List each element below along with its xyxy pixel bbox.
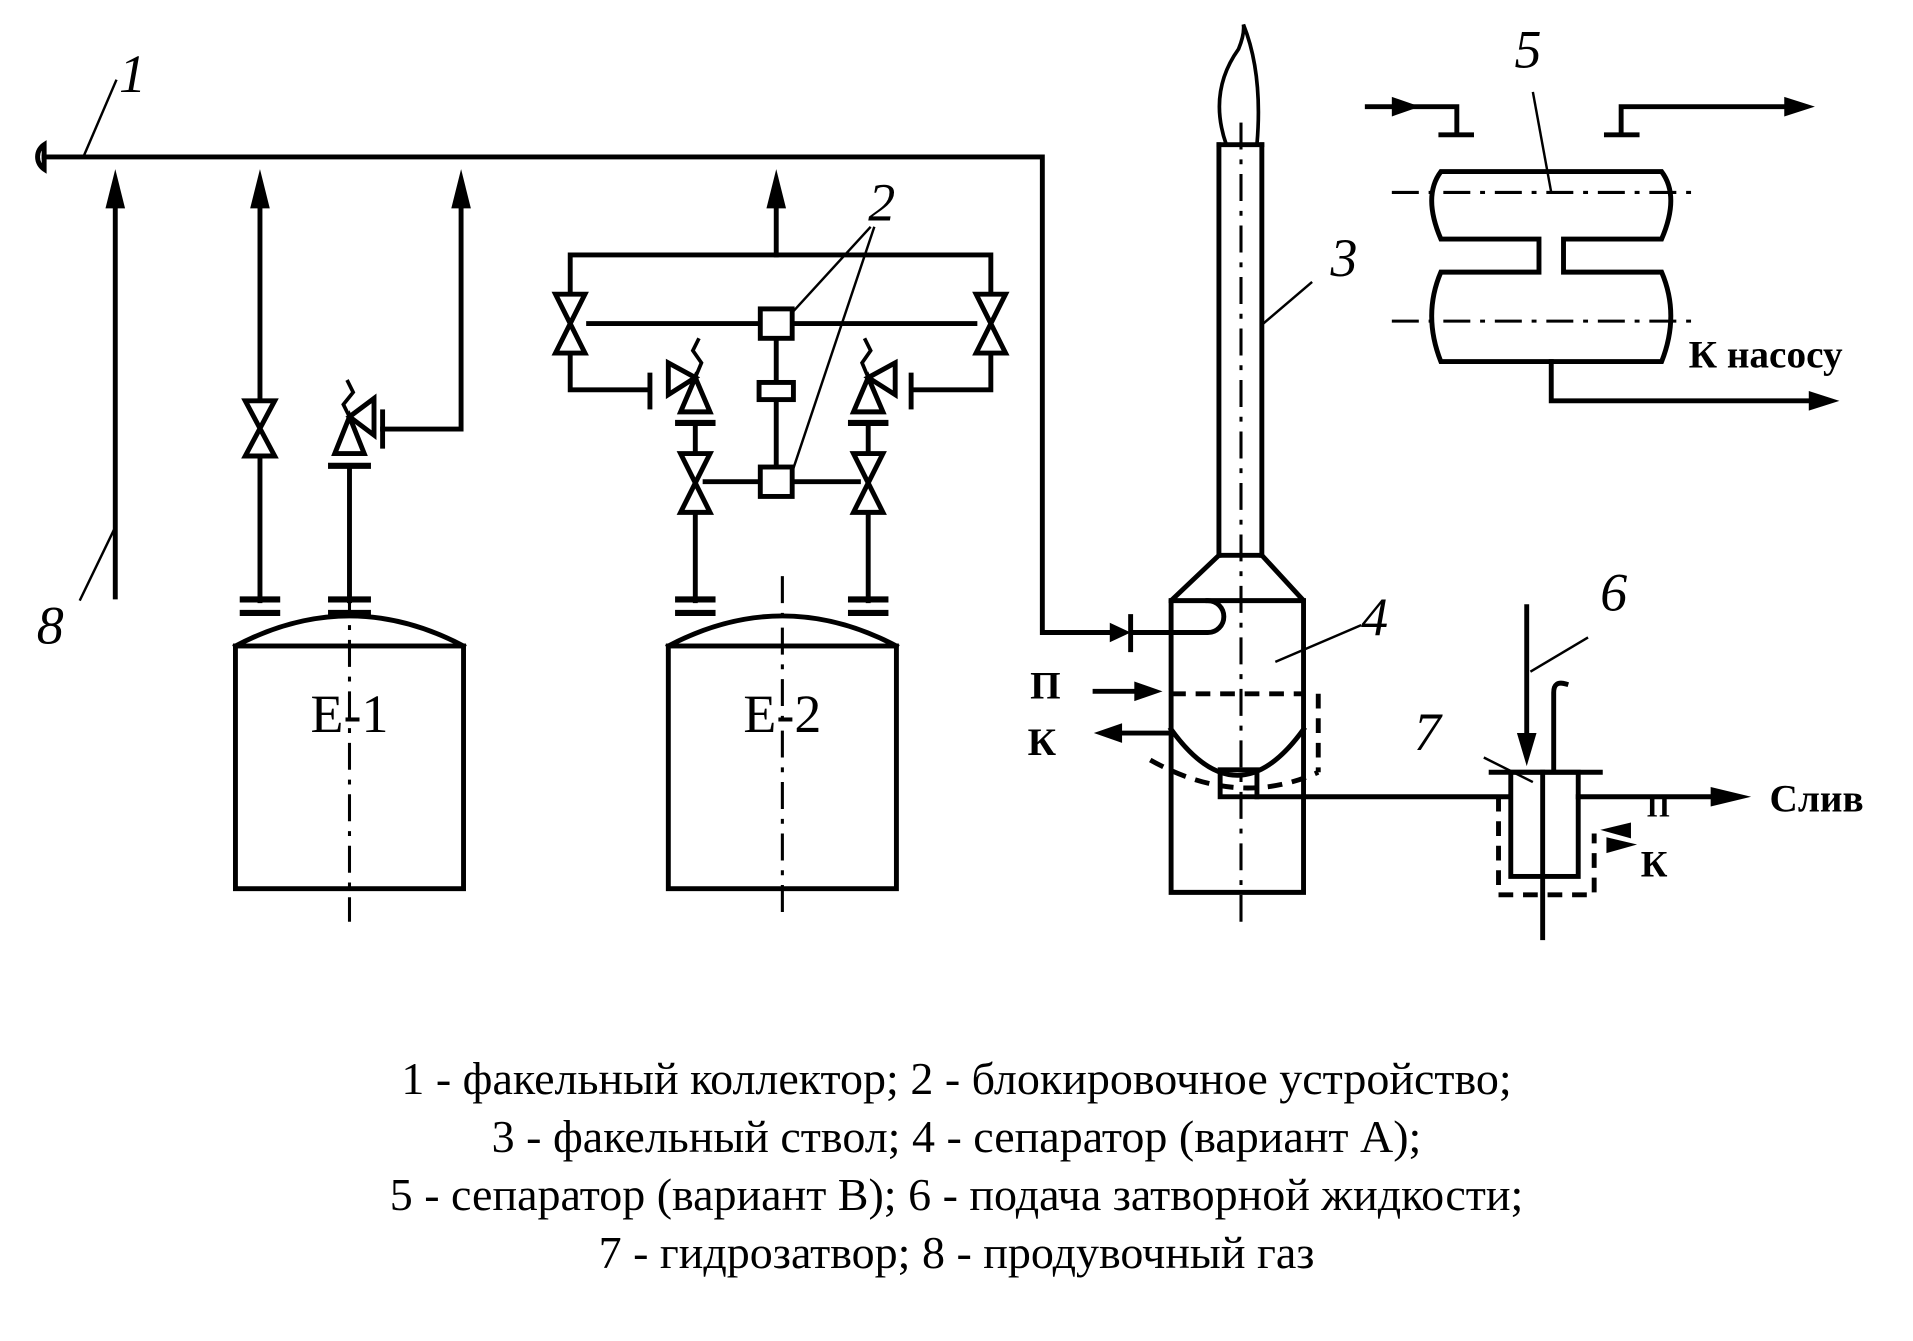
callout-2: 2 xyxy=(868,173,895,233)
collector-end-cap-icon xyxy=(35,140,47,174)
legend: 1 - факельный коллектор; 2 - блокировочн… xyxy=(0,1050,1913,1282)
callouts: 1 2 3 4 5 6 7 8 xyxy=(37,19,1627,784)
callout-4: 4 xyxy=(1361,587,1388,647)
flare-stack xyxy=(1216,122,1265,922)
seal-condensate-label: К xyxy=(1641,843,1668,884)
blocking-device xyxy=(756,306,796,499)
safety-valve-icon xyxy=(331,379,386,456)
callout-8: 8 xyxy=(37,596,64,656)
callout-3: 3 xyxy=(1330,228,1358,288)
seal-liquid-feed xyxy=(1516,604,1570,773)
water-seal: Слив П К xyxy=(1488,769,1864,941)
steam-inlet-arrow: П xyxy=(1030,665,1163,708)
flame-icon xyxy=(1217,23,1261,146)
legend-line: 7 - гидрозатвор; 8 - продувочный газ xyxy=(598,1227,1315,1278)
condensate-label: К xyxy=(1028,721,1057,764)
e1-piping xyxy=(239,169,471,616)
safety-valve-icon xyxy=(647,337,914,415)
gate-valve-icon xyxy=(241,398,279,459)
tank-e1: Е-1 xyxy=(232,588,467,922)
flare-collector xyxy=(35,140,1113,635)
e2-piping xyxy=(567,169,994,616)
gate-valve-icon xyxy=(551,291,1010,515)
drain-label: Слив xyxy=(1770,777,1864,820)
callout-5: 5 xyxy=(1514,19,1541,79)
separator-b: К насосу xyxy=(1364,96,1843,411)
seal-steam-label: П xyxy=(1647,791,1670,823)
to-pump-label: К насосу xyxy=(1689,334,1843,377)
legend-line: 5 - сепаратор (вариант В); 6 - подача за… xyxy=(389,1169,1524,1220)
tank-e2-label: Е-2 xyxy=(743,684,821,744)
callout-7: 7 xyxy=(1414,702,1443,762)
callout-1: 1 xyxy=(119,44,146,104)
legend-line: 1 - факельный коллектор; 2 - блокировочн… xyxy=(401,1053,1512,1104)
tank-e1-label: Е-1 xyxy=(311,684,389,744)
steam-label: П xyxy=(1030,665,1061,708)
tank-e2: Е-2 xyxy=(665,576,900,920)
purge-gas-line xyxy=(105,169,126,600)
legend-line: 3 - факельный ствол; 4 - сепаратор (вари… xyxy=(491,1111,1422,1162)
separator-a xyxy=(1128,552,1321,895)
arrow-head-icon xyxy=(1109,622,1131,643)
callout-6: 6 xyxy=(1600,562,1627,622)
condensate-outlet-arrow: К xyxy=(1028,721,1174,764)
